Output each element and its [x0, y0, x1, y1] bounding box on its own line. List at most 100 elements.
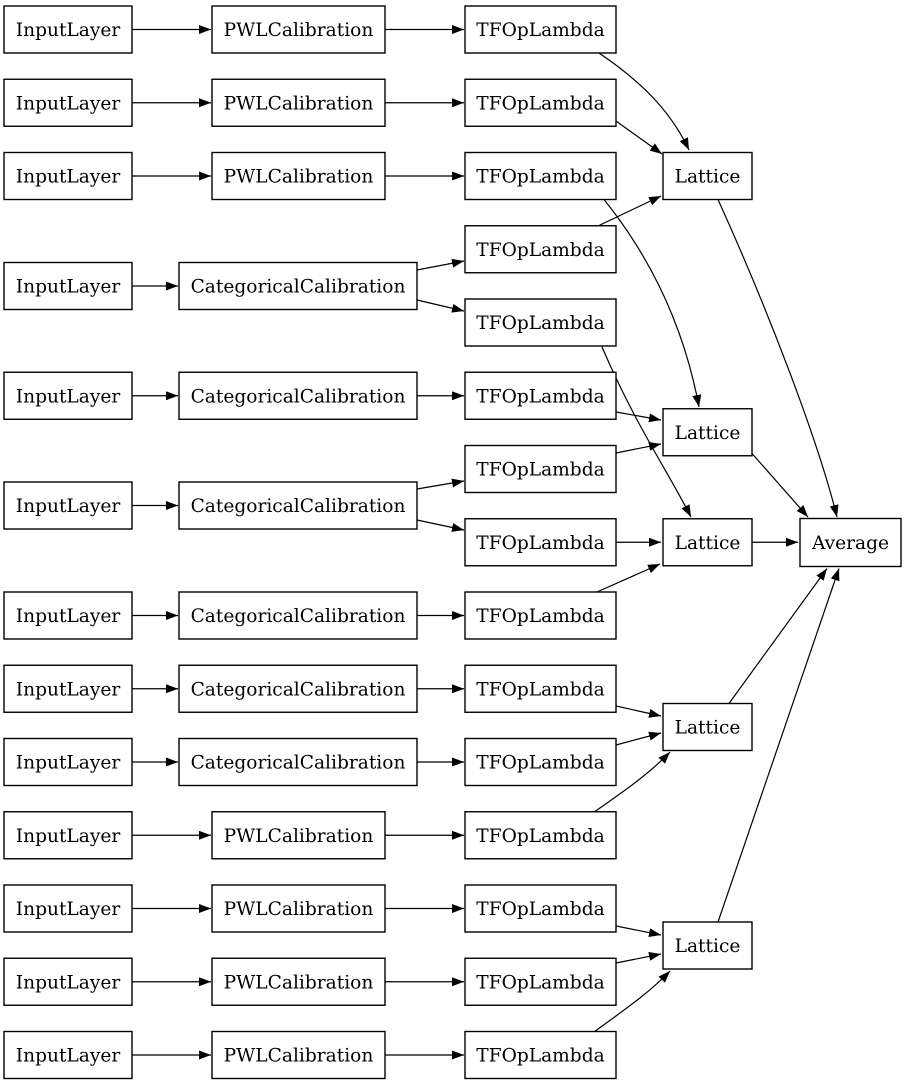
svg-text:TFOpLambda: TFOpLambda — [476, 899, 604, 920]
svg-text:InputLayer: InputLayer — [16, 899, 121, 920]
edge-catcal1-tfop4 — [416, 258, 465, 271]
node-lattice-3: Lattice — [662, 518, 753, 567]
svg-text:PWLCalibration: PWLCalibration — [224, 93, 374, 114]
svg-text:Lattice: Lattice — [675, 718, 741, 739]
edge-catcal3-tfop8 — [416, 519, 465, 532]
edge-catcal3-tfop7 — [416, 478, 465, 490]
edge-tfop13-lattice5 — [615, 925, 662, 938]
node-categorical-calibration-3: CategoricalCalibration — [178, 481, 418, 530]
svg-text:TFOpLambda: TFOpLambda — [476, 826, 604, 847]
node-tfop-lambda-8: TFOpLambda — [464, 518, 617, 567]
edge-catcal1-tfop5 — [416, 299, 465, 313]
node-input-layer-10: InputLayer — [3, 811, 133, 860]
node-pwl-calibration-2: PWLCalibration — [211, 78, 386, 127]
node-pwl-calibration-3: PWLCalibration — [211, 151, 386, 201]
svg-text:InputLayer: InputLayer — [16, 1046, 121, 1067]
node-input-layer-4: InputLayer — [3, 261, 133, 311]
edge-tfop14-lattice5 — [615, 951, 662, 964]
svg-text:TFOpLambda: TFOpLambda — [476, 167, 604, 188]
node-categorical-calibration-2: CategoricalCalibration — [178, 371, 418, 420]
svg-text:TFOpLambda: TFOpLambda — [476, 533, 604, 554]
node-tfop-lambda-2: TFOpLambda — [464, 78, 617, 127]
node-tfop-lambda-10: TFOpLambda — [464, 664, 617, 713]
edge-tfop4-lattice1 — [598, 195, 662, 227]
node-input-layer-12: InputLayer — [3, 957, 133, 1006]
svg-text:InputLayer: InputLayer — [16, 826, 121, 847]
edge-tfop12-lattice4 — [594, 751, 671, 812]
svg-text:TFOpLambda: TFOpLambda — [476, 20, 604, 41]
svg-text:InputLayer: InputLayer — [16, 972, 121, 993]
node-categorical-calibration-1: CategoricalCalibration — [178, 261, 418, 311]
svg-text:InputLayer: InputLayer — [16, 753, 121, 774]
svg-text:Average: Average — [811, 533, 889, 554]
svg-text:TFOpLambda: TFOpLambda — [476, 386, 604, 407]
edges — [132, 25, 840, 1060]
svg-text:PWLCalibration: PWLCalibration — [224, 826, 374, 847]
node-tfop-lambda-14: TFOpLambda — [464, 957, 617, 1006]
svg-text:InputLayer: InputLayer — [16, 679, 121, 700]
svg-text:InputLayer: InputLayer — [16, 496, 121, 517]
node-tfop-lambda-12: TFOpLambda — [464, 811, 617, 860]
node-input-layer-1: InputLayer — [3, 5, 133, 54]
node-tfop-lambda-3: TFOpLambda — [464, 151, 617, 201]
node-lattice-2: Lattice — [662, 408, 753, 457]
node-categorical-calibration-5: CategoricalCalibration — [178, 664, 418, 713]
svg-text:Lattice: Lattice — [675, 936, 741, 957]
node-lattice-5: Lattice — [662, 921, 753, 970]
edge-tfop6-lattice2 — [615, 411, 662, 423]
node-tfop-lambda-6: TFOpLambda — [464, 371, 617, 420]
svg-text:TFOpLambda: TFOpLambda — [476, 460, 604, 481]
edge-lattice1-average — [717, 199, 839, 518]
svg-text:InputLayer: InputLayer — [16, 93, 121, 114]
node-lattice-1: Lattice — [662, 151, 753, 201]
svg-text:TFOpLambda: TFOpLambda — [476, 606, 604, 627]
node-tfop-lambda-5: TFOpLambda — [464, 298, 617, 347]
edge-tfop7-lattice2 — [615, 441, 662, 454]
svg-text:TFOpLambda: TFOpLambda — [476, 1046, 604, 1067]
svg-text:PWLCalibration: PWLCalibration — [224, 972, 374, 993]
svg-text:PWLCalibration: PWLCalibration — [224, 1046, 374, 1067]
svg-text:TFOpLambda: TFOpLambda — [476, 240, 604, 261]
svg-text:PWLCalibration: PWLCalibration — [224, 167, 374, 188]
edge-tfop1-lattice1 — [598, 52, 690, 151]
svg-text:CategoricalCalibration: CategoricalCalibration — [191, 277, 406, 298]
edge-tfop3-lattice2 — [603, 199, 702, 408]
node-pwl-calibration-4: PWLCalibration — [211, 811, 386, 860]
node-input-layer-11: InputLayer — [3, 884, 133, 933]
node-input-layer-9: InputLayer — [3, 737, 133, 787]
node-tfop-lambda-15: TFOpLambda — [464, 1030, 617, 1080]
svg-text:InputLayer: InputLayer — [16, 386, 121, 407]
edge-lattice2-average — [751, 453, 809, 518]
edge-lattice4-average — [728, 568, 828, 704]
svg-text:CategoricalCalibration: CategoricalCalibration — [191, 753, 406, 774]
svg-text:PWLCalibration: PWLCalibration — [224, 20, 374, 41]
svg-text:CategoricalCalibration: CategoricalCalibration — [191, 606, 406, 627]
node-categorical-calibration-6: CategoricalCalibration — [178, 737, 418, 787]
node-pwl-calibration-6: PWLCalibration — [211, 957, 386, 1006]
node-tfop-lambda-1: TFOpLambda — [464, 5, 617, 54]
svg-text:Lattice: Lattice — [675, 533, 741, 554]
svg-text:CategoricalCalibration: CategoricalCalibration — [191, 679, 406, 700]
node-average: Average — [799, 517, 902, 568]
svg-text:TFOpLambda: TFOpLambda — [476, 313, 604, 334]
svg-text:TFOpLambda: TFOpLambda — [476, 753, 604, 774]
node-tfop-lambda-7: TFOpLambda — [464, 444, 617, 494]
node-pwl-calibration-1: PWLCalibration — [211, 5, 386, 54]
svg-text:PWLCalibration: PWLCalibration — [224, 899, 374, 920]
node-pwl-calibration-5: PWLCalibration — [211, 884, 386, 933]
edge-tfop9-lattice3 — [596, 563, 661, 593]
svg-text:InputLayer: InputLayer — [16, 167, 121, 188]
node-tfop-lambda-11: TFOpLambda — [464, 737, 617, 787]
svg-text:TFOpLambda: TFOpLambda — [476, 972, 604, 993]
edge-tfop10-lattice4 — [615, 705, 662, 718]
edge-tfop15-lattice5 — [594, 970, 671, 1032]
node-input-layer-7: InputLayer — [3, 591, 133, 640]
edge-lattice5-average — [717, 568, 840, 923]
node-tfop-lambda-4: TFOpLambda — [464, 225, 617, 274]
node-tfop-lambda-9: TFOpLambda — [464, 591, 617, 640]
nodes: InputLayer InputLayer InputLayer InputLa… — [3, 5, 902, 1080]
svg-text:Lattice: Lattice — [675, 167, 741, 188]
svg-text:TFOpLambda: TFOpLambda — [476, 93, 604, 114]
node-pwl-calibration-7: PWLCalibration — [211, 1030, 386, 1080]
